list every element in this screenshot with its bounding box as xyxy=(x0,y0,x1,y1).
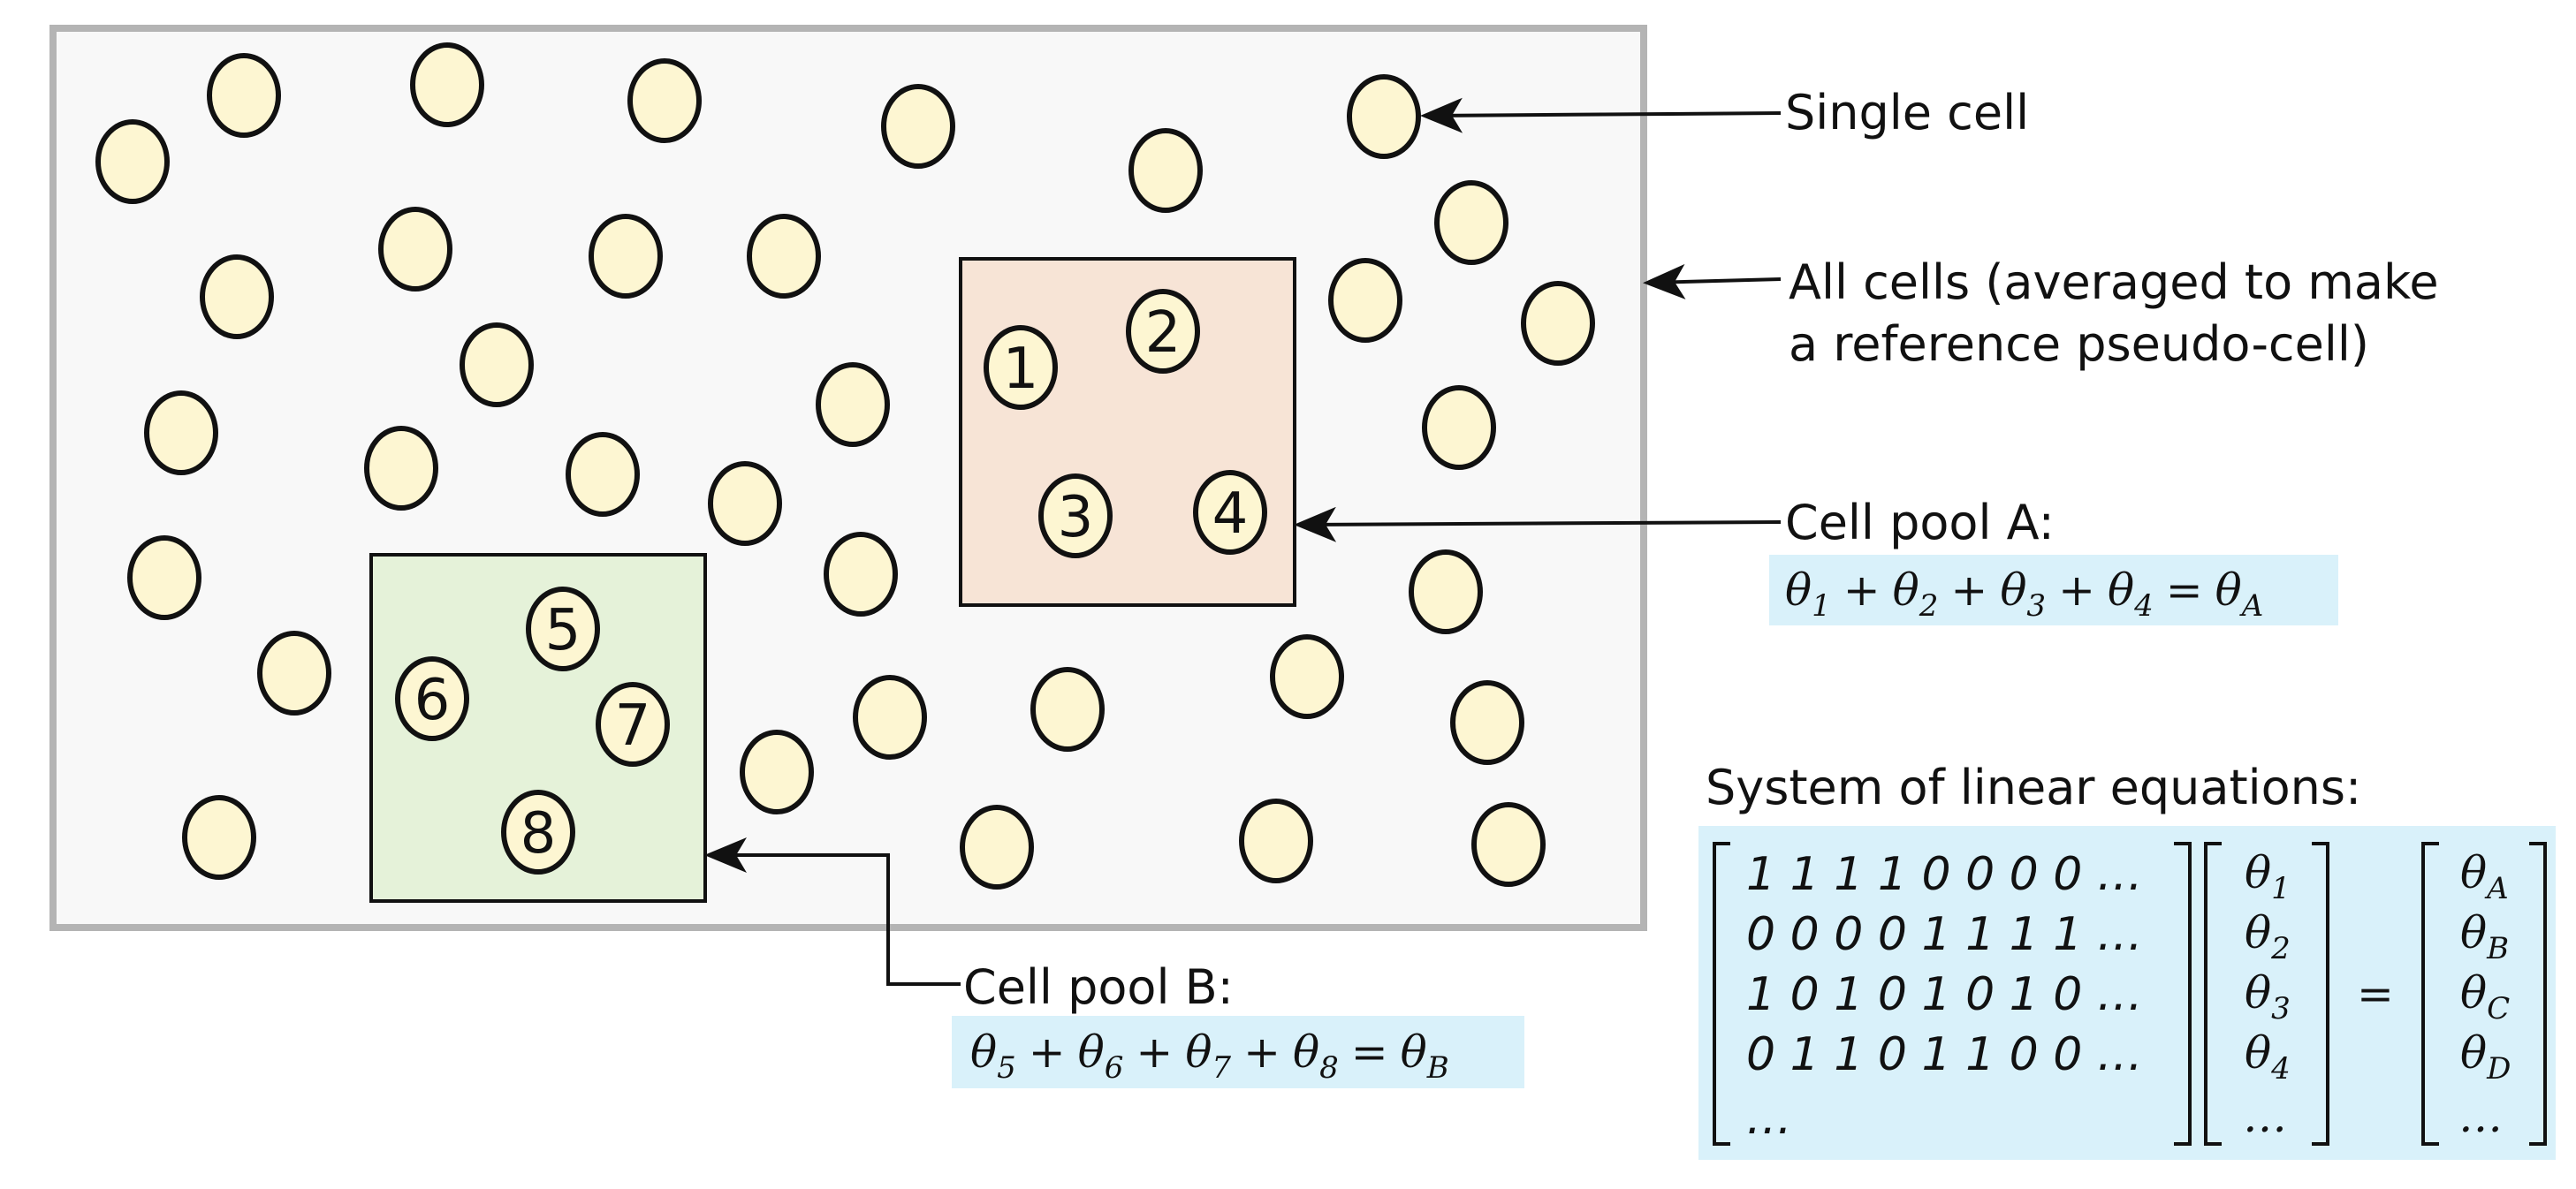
theta-vector-ellipsis: … xyxy=(2243,1091,2287,1142)
system-equals-sign: = xyxy=(2357,968,2394,1019)
cell-number-8: 8 xyxy=(521,801,557,867)
pool-b-equation: θ5 + θ6 + θ7 + θ8 = θB xyxy=(970,1026,1449,1086)
matrix-row-2: 0 0 0 0 1 1 1 1 … xyxy=(1746,908,2143,961)
matrix-row-4: 0 1 1 0 1 1 0 0 … xyxy=(1746,1028,2143,1081)
cell-pool-a-box xyxy=(959,257,1296,607)
numbered-cell-6 xyxy=(395,656,469,741)
cell xyxy=(740,730,814,814)
arrows xyxy=(704,97,1782,986)
single-cell-arrow xyxy=(1420,97,1782,133)
pool-b-title: Cell pool B: xyxy=(963,959,1234,1015)
theta-vector-3: θ3 xyxy=(2245,967,2291,1026)
matrix-brackets xyxy=(1713,842,2547,1146)
background-cells xyxy=(95,42,1595,890)
all-cells-label-line2: a reference pseudo-cell) xyxy=(1789,316,2369,372)
result-vector-c: θC xyxy=(2460,967,2510,1026)
cell xyxy=(816,362,890,447)
theta-vector: θ1 θ2 θ3 θ4 … xyxy=(2243,847,2291,1142)
theta-vector-2: θ2 xyxy=(2245,907,2291,966)
cell xyxy=(824,532,898,617)
cell xyxy=(127,535,201,620)
cell xyxy=(960,805,1034,890)
cell-number-1: 1 xyxy=(1003,337,1039,402)
cell-number-6: 6 xyxy=(414,668,451,733)
numbered-cell-5 xyxy=(526,587,600,671)
theta-vector-4: θ4 xyxy=(2245,1027,2291,1087)
pool-a-equation-box xyxy=(1769,555,2338,625)
cell xyxy=(1521,281,1595,366)
cell xyxy=(410,42,484,127)
cell xyxy=(566,432,640,517)
theta-right-bracket xyxy=(2312,842,2329,1146)
cell xyxy=(1347,74,1421,159)
all-cells-label-line1: All cells (averaged to make xyxy=(1789,254,2439,310)
cell-number-2: 2 xyxy=(1145,300,1182,366)
matrix-row-3: 1 0 1 0 1 0 1 0 … xyxy=(1746,968,2143,1021)
all-cells-box xyxy=(49,25,1647,931)
coefficient-matrix: 1 1 1 1 0 0 0 0 … 0 0 0 0 1 1 1 1 … 1 0 … xyxy=(1746,848,2143,1145)
cell xyxy=(1030,667,1105,752)
numbered-cells: 1 2 3 4 5 6 7 8 xyxy=(395,289,1267,875)
pool-a-equation: θ1 + θ2 + θ3 + θ4 = θA xyxy=(1785,564,2263,624)
matrix-right-bracket xyxy=(2174,842,2192,1146)
cell xyxy=(747,214,821,299)
cell xyxy=(1450,680,1524,765)
cell xyxy=(378,207,452,292)
cell-number-4: 4 xyxy=(1212,481,1249,547)
cell xyxy=(589,214,663,299)
matrix-row-1: 1 1 1 1 0 0 0 0 … xyxy=(1746,848,2143,901)
cell xyxy=(257,631,331,716)
all-cells-arrow xyxy=(1643,263,1782,299)
cell xyxy=(881,84,955,169)
matrix-row-5: … xyxy=(1746,1092,1792,1145)
numbered-cell-7 xyxy=(596,682,670,767)
cell-number-3: 3 xyxy=(1058,485,1094,550)
cell xyxy=(144,390,218,475)
result-vector-ellipsis: … xyxy=(2458,1091,2503,1142)
cell xyxy=(1422,385,1496,470)
cell xyxy=(364,426,438,511)
theta-vector-1: θ1 xyxy=(2245,847,2291,906)
pool-a-title: Cell pool A: xyxy=(1785,495,2055,550)
system-equations-box xyxy=(1698,826,2556,1160)
result-vector-d: θD xyxy=(2460,1027,2511,1087)
theta-left-bracket xyxy=(2204,842,2222,1146)
cell xyxy=(853,675,927,760)
pool-b-arrow xyxy=(704,837,961,986)
result-right-bracket xyxy=(2529,842,2547,1146)
single-cell-label: Single cell xyxy=(1785,85,2029,140)
result-vector: θA θB θC θD … xyxy=(2458,847,2511,1142)
matrix-left-bracket xyxy=(1713,842,1730,1146)
pool-a-arrow xyxy=(1294,506,1782,542)
cell xyxy=(200,254,274,339)
cell xyxy=(1128,128,1203,213)
cell xyxy=(708,461,782,546)
numbered-cell-2 xyxy=(1126,289,1200,374)
cell-number-7: 7 xyxy=(615,693,651,759)
cell xyxy=(627,58,702,143)
cell xyxy=(460,322,534,407)
numbered-cell-1 xyxy=(984,325,1058,410)
cell xyxy=(182,795,256,880)
cell-number-5: 5 xyxy=(545,598,581,663)
pool-b-equation-box xyxy=(952,1016,1524,1088)
numbered-cell-3 xyxy=(1038,473,1113,558)
cell xyxy=(1328,258,1402,343)
cell xyxy=(95,119,170,204)
result-vector-a: θA xyxy=(2460,847,2509,906)
cell xyxy=(1239,799,1313,883)
numbered-cell-8 xyxy=(501,790,575,875)
cell xyxy=(1471,802,1546,887)
cell xyxy=(1270,634,1344,719)
cell xyxy=(207,53,281,138)
numbered-cell-4 xyxy=(1193,470,1267,555)
result-left-bracket xyxy=(2421,842,2439,1146)
system-title: System of linear equations: xyxy=(1706,760,2361,815)
cell xyxy=(1409,549,1483,634)
result-vector-b: θB xyxy=(2460,907,2509,966)
cell xyxy=(1434,180,1508,265)
